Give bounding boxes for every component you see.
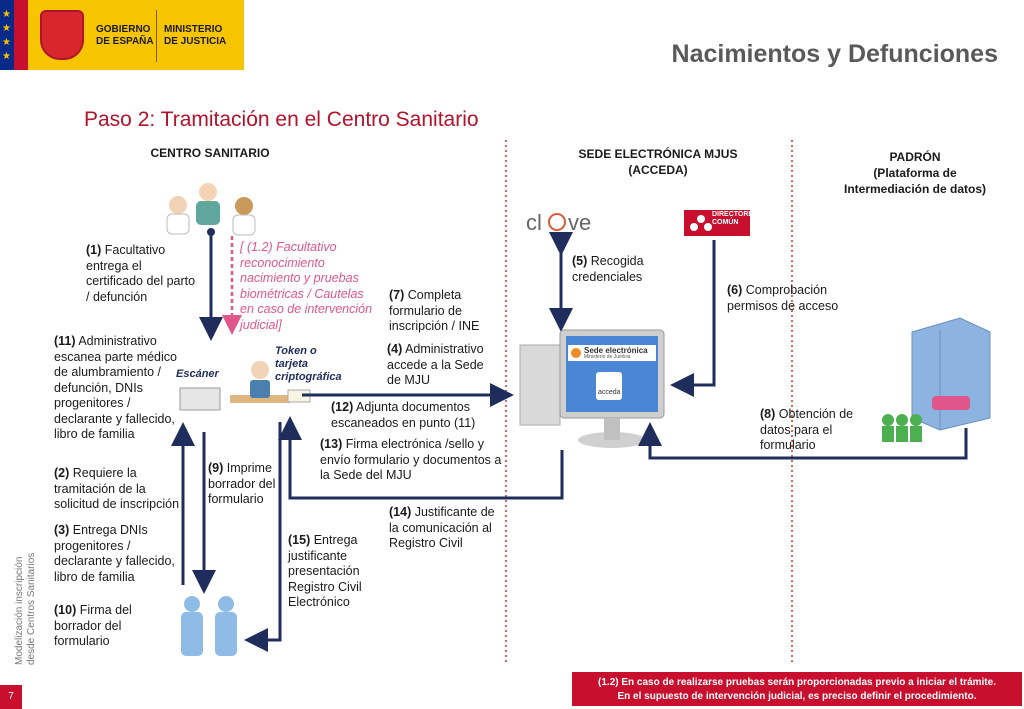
step-6: (6) Comprobación permisos de acceso	[727, 283, 839, 313]
computer-icon	[519, 329, 665, 448]
clave-logo-icon: cl ve	[526, 210, 591, 235]
footnote-box: (1.2) En caso de realizarse pruebas será…	[572, 672, 1022, 706]
acceda-label: acceda	[598, 389, 621, 396]
svg-text:cl: cl	[526, 210, 542, 235]
step-11: (11) Administrativo escanea parte médico…	[54, 334, 177, 441]
scanner-workstation-icon	[179, 361, 311, 411]
step-8: (8) Obtención de datos para el formulari…	[760, 407, 854, 452]
persons-icon	[181, 596, 237, 656]
column-header-sede: SEDE ELECTRÓNICA MJUS(ACCEDA)	[578, 147, 738, 177]
step-10: (10) Firma del borrador del formulario	[54, 603, 132, 648]
arrow-step15	[244, 422, 282, 652]
step-4: (4) Administrativo accede a la Sede de M…	[387, 342, 484, 387]
svg-text:ve: ve	[568, 210, 591, 235]
directorio-label: DIRECTORIO COMÚN	[712, 211, 756, 226]
step-1-2: [ (1.2) Facultativo reconocimiento nacim…	[240, 240, 373, 332]
eu-stripe	[0, 0, 14, 70]
step-title: Paso 2: Tramitación en el Centro Sanitar…	[84, 108, 479, 131]
arrow-step6	[670, 240, 716, 397]
directorio-comun-logo-icon	[684, 210, 750, 236]
page-title: Nacimientos y Defunciones	[671, 40, 998, 68]
column-header-centro: CENTRO SANITARIO	[150, 146, 270, 160]
step-1: (1) Facultativo entrega el certificado d…	[86, 243, 196, 304]
coat-of-arms-icon	[40, 10, 84, 60]
step-14: (14) Justificante de la comunicación al …	[389, 505, 495, 550]
sede-screen-sublabel: Ministerio de Justicia	[584, 354, 631, 360]
token-label: Token o tarjeta criptográfica	[275, 345, 342, 383]
padron-building-icon	[882, 317, 991, 442]
step-9: (9) Imprime borrador del formulario	[208, 461, 276, 506]
eu-stars-icon: ★★★★	[2, 9, 11, 62]
scanner-label: Escáner	[176, 368, 219, 380]
step-2: (2) Requiere la tramitación de la solici…	[54, 466, 180, 511]
step-15: (15) Entrega justificante presentación R…	[288, 533, 362, 609]
page-number: 7	[0, 685, 22, 709]
step-7: (7) Completa formulario de inscripción /…	[389, 288, 480, 333]
step-12: (12) Adjunta documentos escaneados en pu…	[331, 400, 476, 430]
step-13: (13) Firma electrónica /sello y envío fo…	[320, 437, 502, 482]
logo-divider	[156, 10, 157, 62]
step-3: (3) Entrega DNIs progenitores / declaran…	[54, 523, 175, 584]
arrow-step13	[278, 416, 564, 500]
side-section-label: Modelización inscripción desde Centros S…	[14, 552, 37, 665]
doctors-icon	[166, 183, 256, 236]
step-5: (5) Recogida credenciales	[572, 254, 644, 284]
arrow-step8	[638, 422, 968, 460]
sede-screen-label: Sede electrónica	[584, 346, 648, 355]
